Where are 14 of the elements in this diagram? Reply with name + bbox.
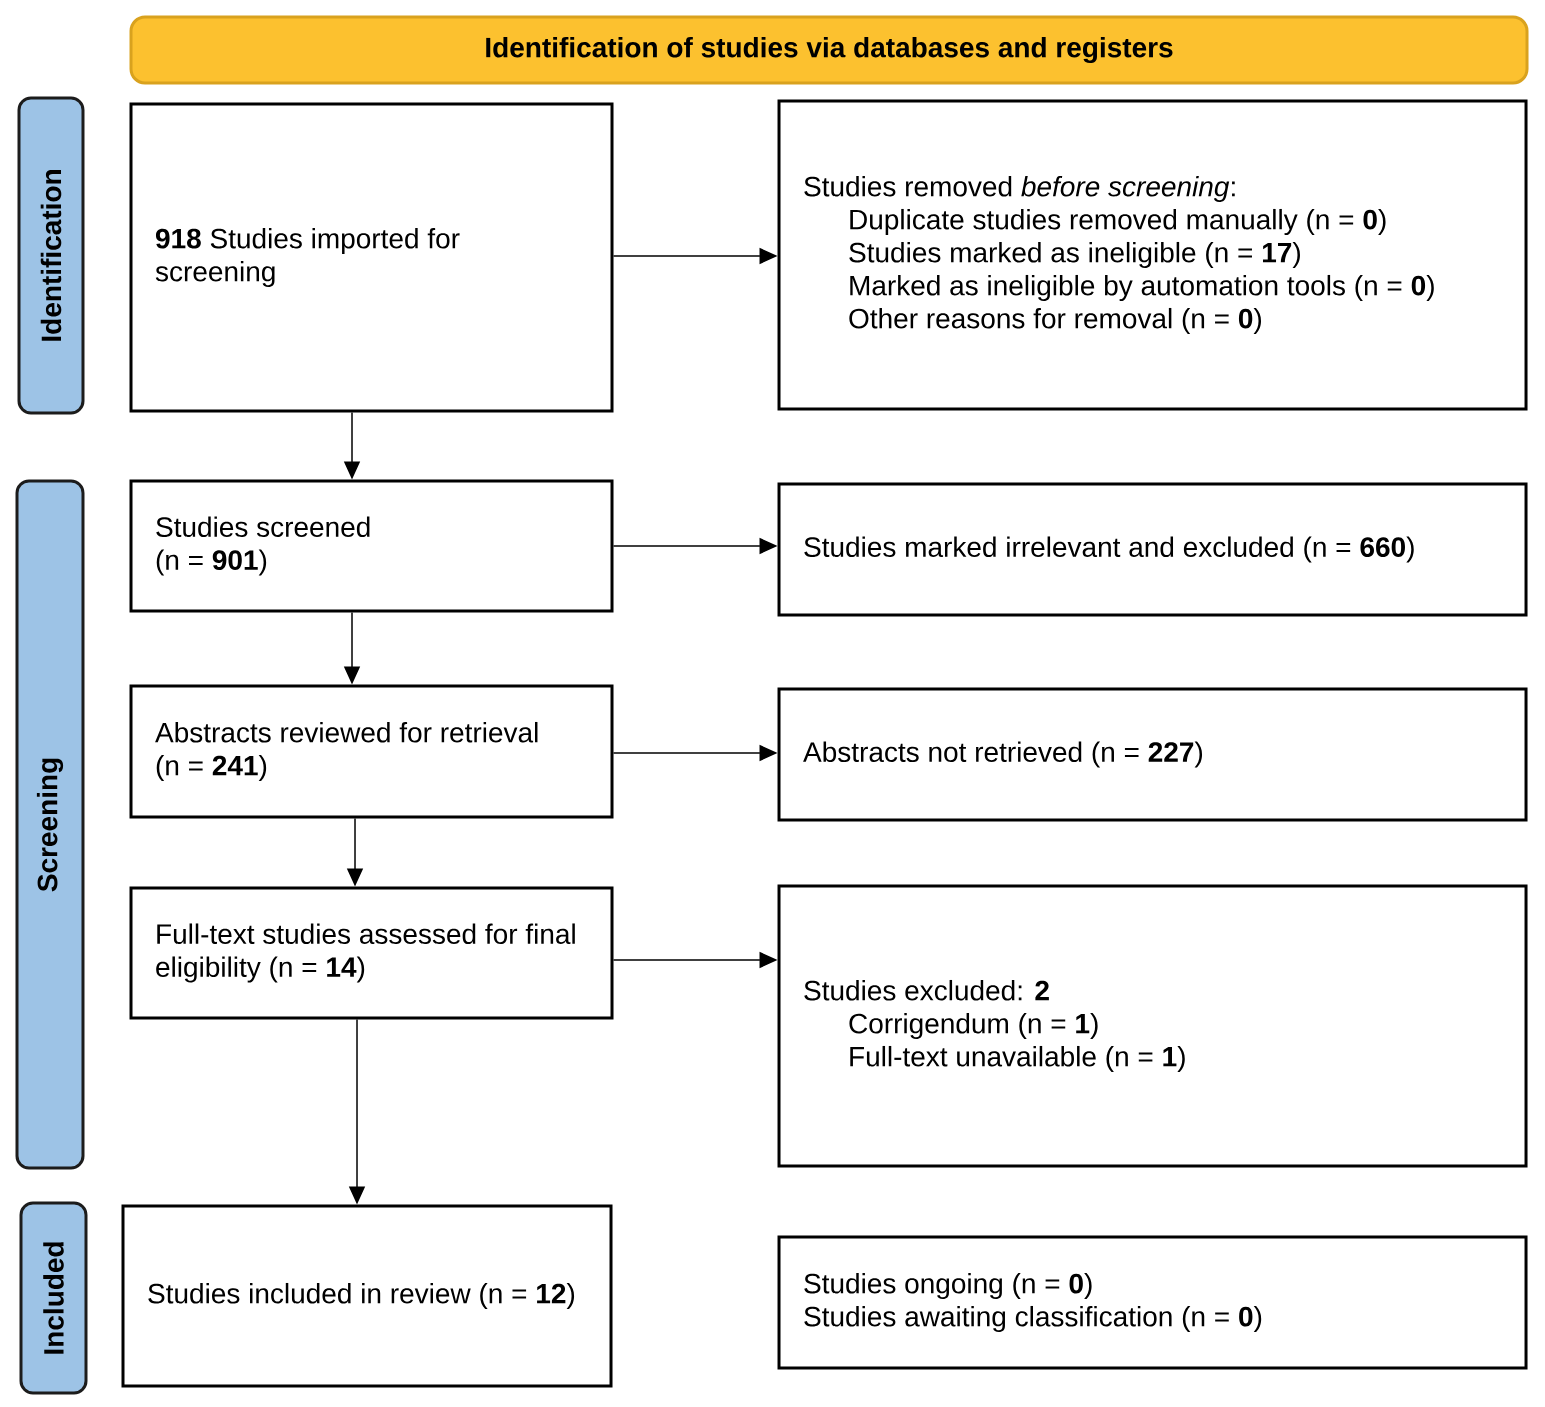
process-box: Abstracts reviewed for retrieval (n = 241) bbox=[129, 684, 614, 819]
process-box: Studies removed before screening: Duplicate studies removed manually (n = 0) Studies marked as ineligible (n = 17) Marked as ineligible by automation tools (n = 0) Other reasons for removal (n = 0) bbox=[777, 99, 1528, 411]
process-box: Studies screened (n = 901) bbox=[129, 479, 614, 613]
side-label-bar: Identification bbox=[17, 96, 85, 415]
header-banner: Identification of studies via databases and registers bbox=[129, 15, 1529, 85]
process-box: Abstracts not retrieved (n = 227) bbox=[777, 687, 1528, 822]
process-box: Studies excluded: 2 Corrigendum (n = 1) Full-text unavailable (n = 1) bbox=[777, 884, 1528, 1168]
side-label-bar: Screening bbox=[15, 479, 85, 1170]
process-box: Studies included in review (n = 12) bbox=[121, 1204, 613, 1388]
process-box: Studies marked irrelevant and excluded (n = 660) bbox=[777, 482, 1528, 617]
process-box: Full-text studies assessed for final eligibility (n = 14) bbox=[129, 886, 614, 1020]
process-box: Studies ongoing (n = 0) Studies awaiting classification (n = 0) bbox=[777, 1235, 1528, 1370]
process-box: 918 Studies imported for screening bbox=[129, 102, 614, 413]
side-label-bar: Included bbox=[19, 1201, 88, 1395]
